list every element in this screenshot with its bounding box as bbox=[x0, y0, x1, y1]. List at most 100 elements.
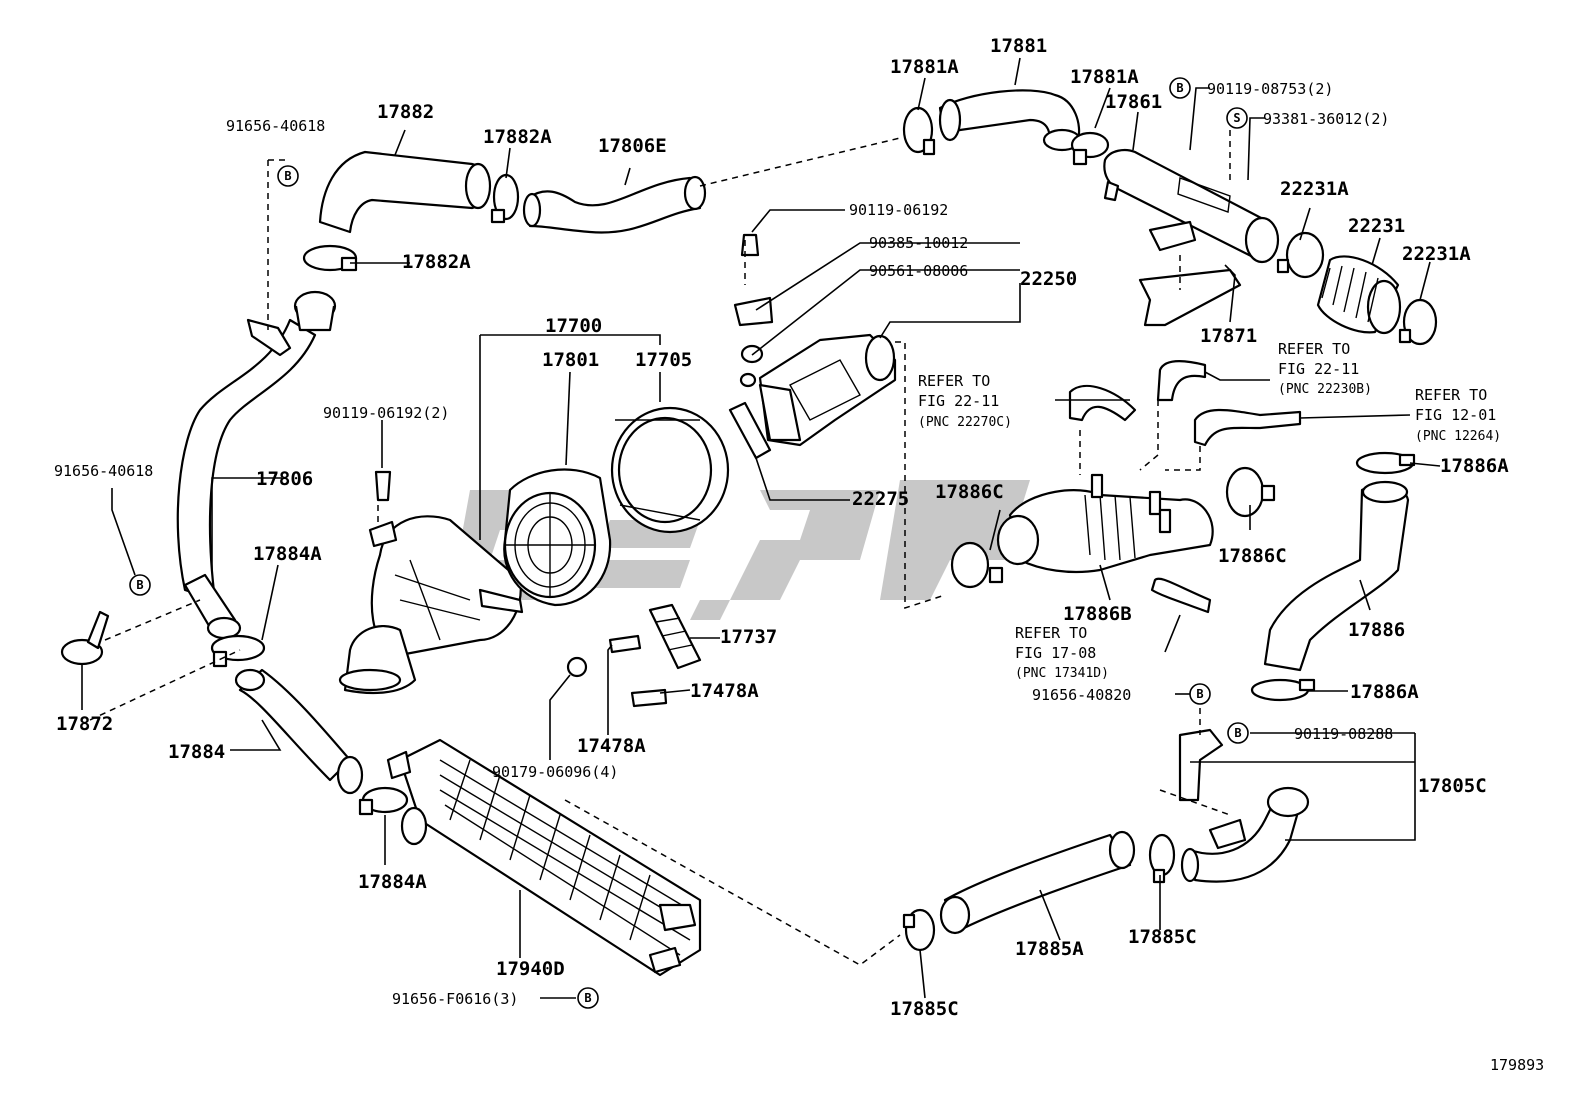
pipe-17861 bbox=[1103, 149, 1280, 264]
label-17886A-top: 17886A bbox=[1440, 455, 1509, 477]
dashed-connection-lines bbox=[89, 130, 1231, 966]
label-17886B: 17886B bbox=[1063, 603, 1132, 625]
label-91656-F0616: 91656-F0616(3) bbox=[392, 990, 518, 1008]
label-17705: 17705 bbox=[635, 349, 692, 371]
label-17886C-right: 17886C bbox=[1218, 545, 1287, 567]
label-17886C-left: 17886C bbox=[935, 481, 1004, 503]
hose-22231 bbox=[1316, 255, 1402, 335]
svg-text:B: B bbox=[1196, 687, 1203, 701]
label-17886A-bottom: 17886A bbox=[1350, 681, 1419, 703]
clamp-17886A-top bbox=[1355, 451, 1416, 475]
bolt-badge-90119-08753: B bbox=[1169, 77, 1191, 99]
clamp-17885C-right bbox=[1148, 833, 1176, 884]
leader-lines bbox=[81, 57, 1441, 999]
label-17806: 17806 bbox=[256, 468, 313, 490]
intercooler-17940D bbox=[386, 738, 702, 977]
bolt-badge-top-left: B bbox=[277, 165, 299, 187]
label-17884: 17884 bbox=[168, 741, 225, 763]
hose-17882 bbox=[318, 150, 492, 234]
svg-text:B: B bbox=[584, 991, 591, 1005]
label-17882: 17882 bbox=[377, 101, 434, 123]
reference-note-12264: REFER TO FIG 12-01 (PNC 12264) bbox=[1415, 386, 1501, 444]
svg-text:(PNC 17341D): (PNC 17341D) bbox=[1015, 666, 1109, 681]
label-17884A-upper: 17884A bbox=[253, 543, 322, 565]
svg-text:FIG 12-01: FIG 12-01 bbox=[1415, 406, 1496, 424]
clamp-17886C-right bbox=[1225, 466, 1276, 518]
label-22231A-left: 22231A bbox=[1280, 178, 1349, 200]
label-90119-08288: 90119-08288 bbox=[1294, 725, 1393, 743]
reference-note-17341D: REFER TO FIG 17-08 (PNC 17341D) bbox=[1015, 624, 1109, 681]
label-17871: 17871 bbox=[1200, 325, 1257, 347]
clamp-17881A-left bbox=[902, 106, 936, 156]
hose-17884 bbox=[234, 668, 364, 795]
label-90385-10012: 90385-10012 bbox=[869, 234, 968, 252]
clip-17478A-a bbox=[608, 634, 642, 654]
svg-text:(PNC 22270C): (PNC 22270C) bbox=[918, 415, 1012, 430]
hose-17886B bbox=[996, 473, 1214, 574]
label-17882A-upper: 17882A bbox=[483, 126, 552, 148]
bolt-badge-left: B bbox=[129, 574, 151, 596]
bracket-17805C bbox=[1178, 728, 1224, 802]
label-22231: 22231 bbox=[1348, 215, 1405, 237]
label-17881: 17881 bbox=[990, 35, 1047, 57]
hose-17806E bbox=[522, 175, 707, 234]
clamp-22231A-right bbox=[1398, 298, 1438, 346]
clamp-17886C-left bbox=[950, 541, 1004, 589]
label-90561-08006: 90561-08006 bbox=[869, 262, 968, 280]
part-labels: 17881A 17881 17881A 17861 90119-08753(2)… bbox=[54, 35, 1509, 1020]
nut-90179-06096 bbox=[566, 656, 588, 678]
svg-text:S: S bbox=[1233, 111, 1240, 125]
svg-text:REFER TO: REFER TO bbox=[1278, 340, 1350, 358]
bolt-90119-06192-2 bbox=[374, 470, 392, 502]
clamp-17884A-lower bbox=[358, 786, 409, 816]
svg-text:(PNC 22230B): (PNC 22230B) bbox=[1278, 382, 1372, 397]
reference-note-22230B: REFER TO FIG 22-11 (PNC 22230B) bbox=[1278, 340, 1372, 397]
pipe-ref-22230B bbox=[1156, 360, 1207, 402]
label-17478A-right: 17478A bbox=[690, 680, 759, 702]
clamp-17881A-right bbox=[1070, 131, 1110, 166]
svg-text:B: B bbox=[284, 169, 291, 183]
clip-17737 bbox=[648, 603, 702, 670]
label-93381-36012: 93381-36012(2) bbox=[1263, 110, 1389, 128]
clamp-22231A-left bbox=[1276, 231, 1325, 279]
air-filter-element-17801 bbox=[503, 468, 612, 607]
label-17806E: 17806E bbox=[598, 135, 667, 157]
label-17861: 17861 bbox=[1105, 91, 1162, 113]
label-90119-06192-2: 90119-06192(2) bbox=[323, 404, 449, 422]
hose-17886 bbox=[1263, 480, 1410, 672]
svg-text:B: B bbox=[1176, 81, 1183, 95]
pipe-ref-22270C bbox=[1068, 384, 1137, 422]
label-17940D: 17940D bbox=[496, 958, 565, 980]
label-22250: 22250 bbox=[1020, 268, 1077, 290]
label-22231A-right: 22231A bbox=[1402, 243, 1471, 265]
gasket-22275 bbox=[728, 401, 772, 460]
clamp-17872 bbox=[60, 610, 110, 666]
svg-text:FIG 22-11: FIG 22-11 bbox=[918, 392, 999, 410]
label-17885C-right: 17885C bbox=[1128, 926, 1197, 948]
svg-text:B: B bbox=[1234, 726, 1241, 740]
bracket-91656-40618-top bbox=[246, 318, 292, 357]
clamp-17886A-bottom bbox=[1250, 678, 1316, 702]
hose-17806 bbox=[176, 290, 337, 640]
bracket-17871 bbox=[1138, 268, 1242, 327]
bolt-badge-91656-40820: B bbox=[1189, 683, 1211, 705]
label-17884A-lower: 17884A bbox=[358, 871, 427, 893]
svg-text:FIG 22-11: FIG 22-11 bbox=[1278, 360, 1359, 378]
label-17881A-right: 17881A bbox=[1070, 66, 1139, 88]
air-cleaner-cap-17705 bbox=[610, 406, 730, 534]
label-91656-40618-left: 91656-40618 bbox=[54, 462, 153, 480]
label-17801: 17801 bbox=[542, 349, 599, 371]
clamp-17885C-left bbox=[902, 908, 936, 952]
pipe-ref-17341D bbox=[1150, 577, 1212, 614]
label-17805C: 17805C bbox=[1418, 775, 1487, 797]
screw-badge-93381-36012: S bbox=[1226, 107, 1248, 129]
clamp-17882A-upper bbox=[490, 173, 520, 224]
label-90119-06192: 90119-06192 bbox=[849, 201, 948, 219]
label-17885C-left: 17885C bbox=[890, 998, 959, 1020]
pipe-17805C bbox=[1180, 786, 1310, 883]
label-17700: 17700 bbox=[545, 315, 602, 337]
label-17872: 17872 bbox=[56, 713, 113, 735]
bolt-badge-90119-08288: B bbox=[1227, 722, 1249, 744]
hose-17881 bbox=[938, 89, 1082, 152]
clip-17478A-b bbox=[630, 688, 668, 708]
